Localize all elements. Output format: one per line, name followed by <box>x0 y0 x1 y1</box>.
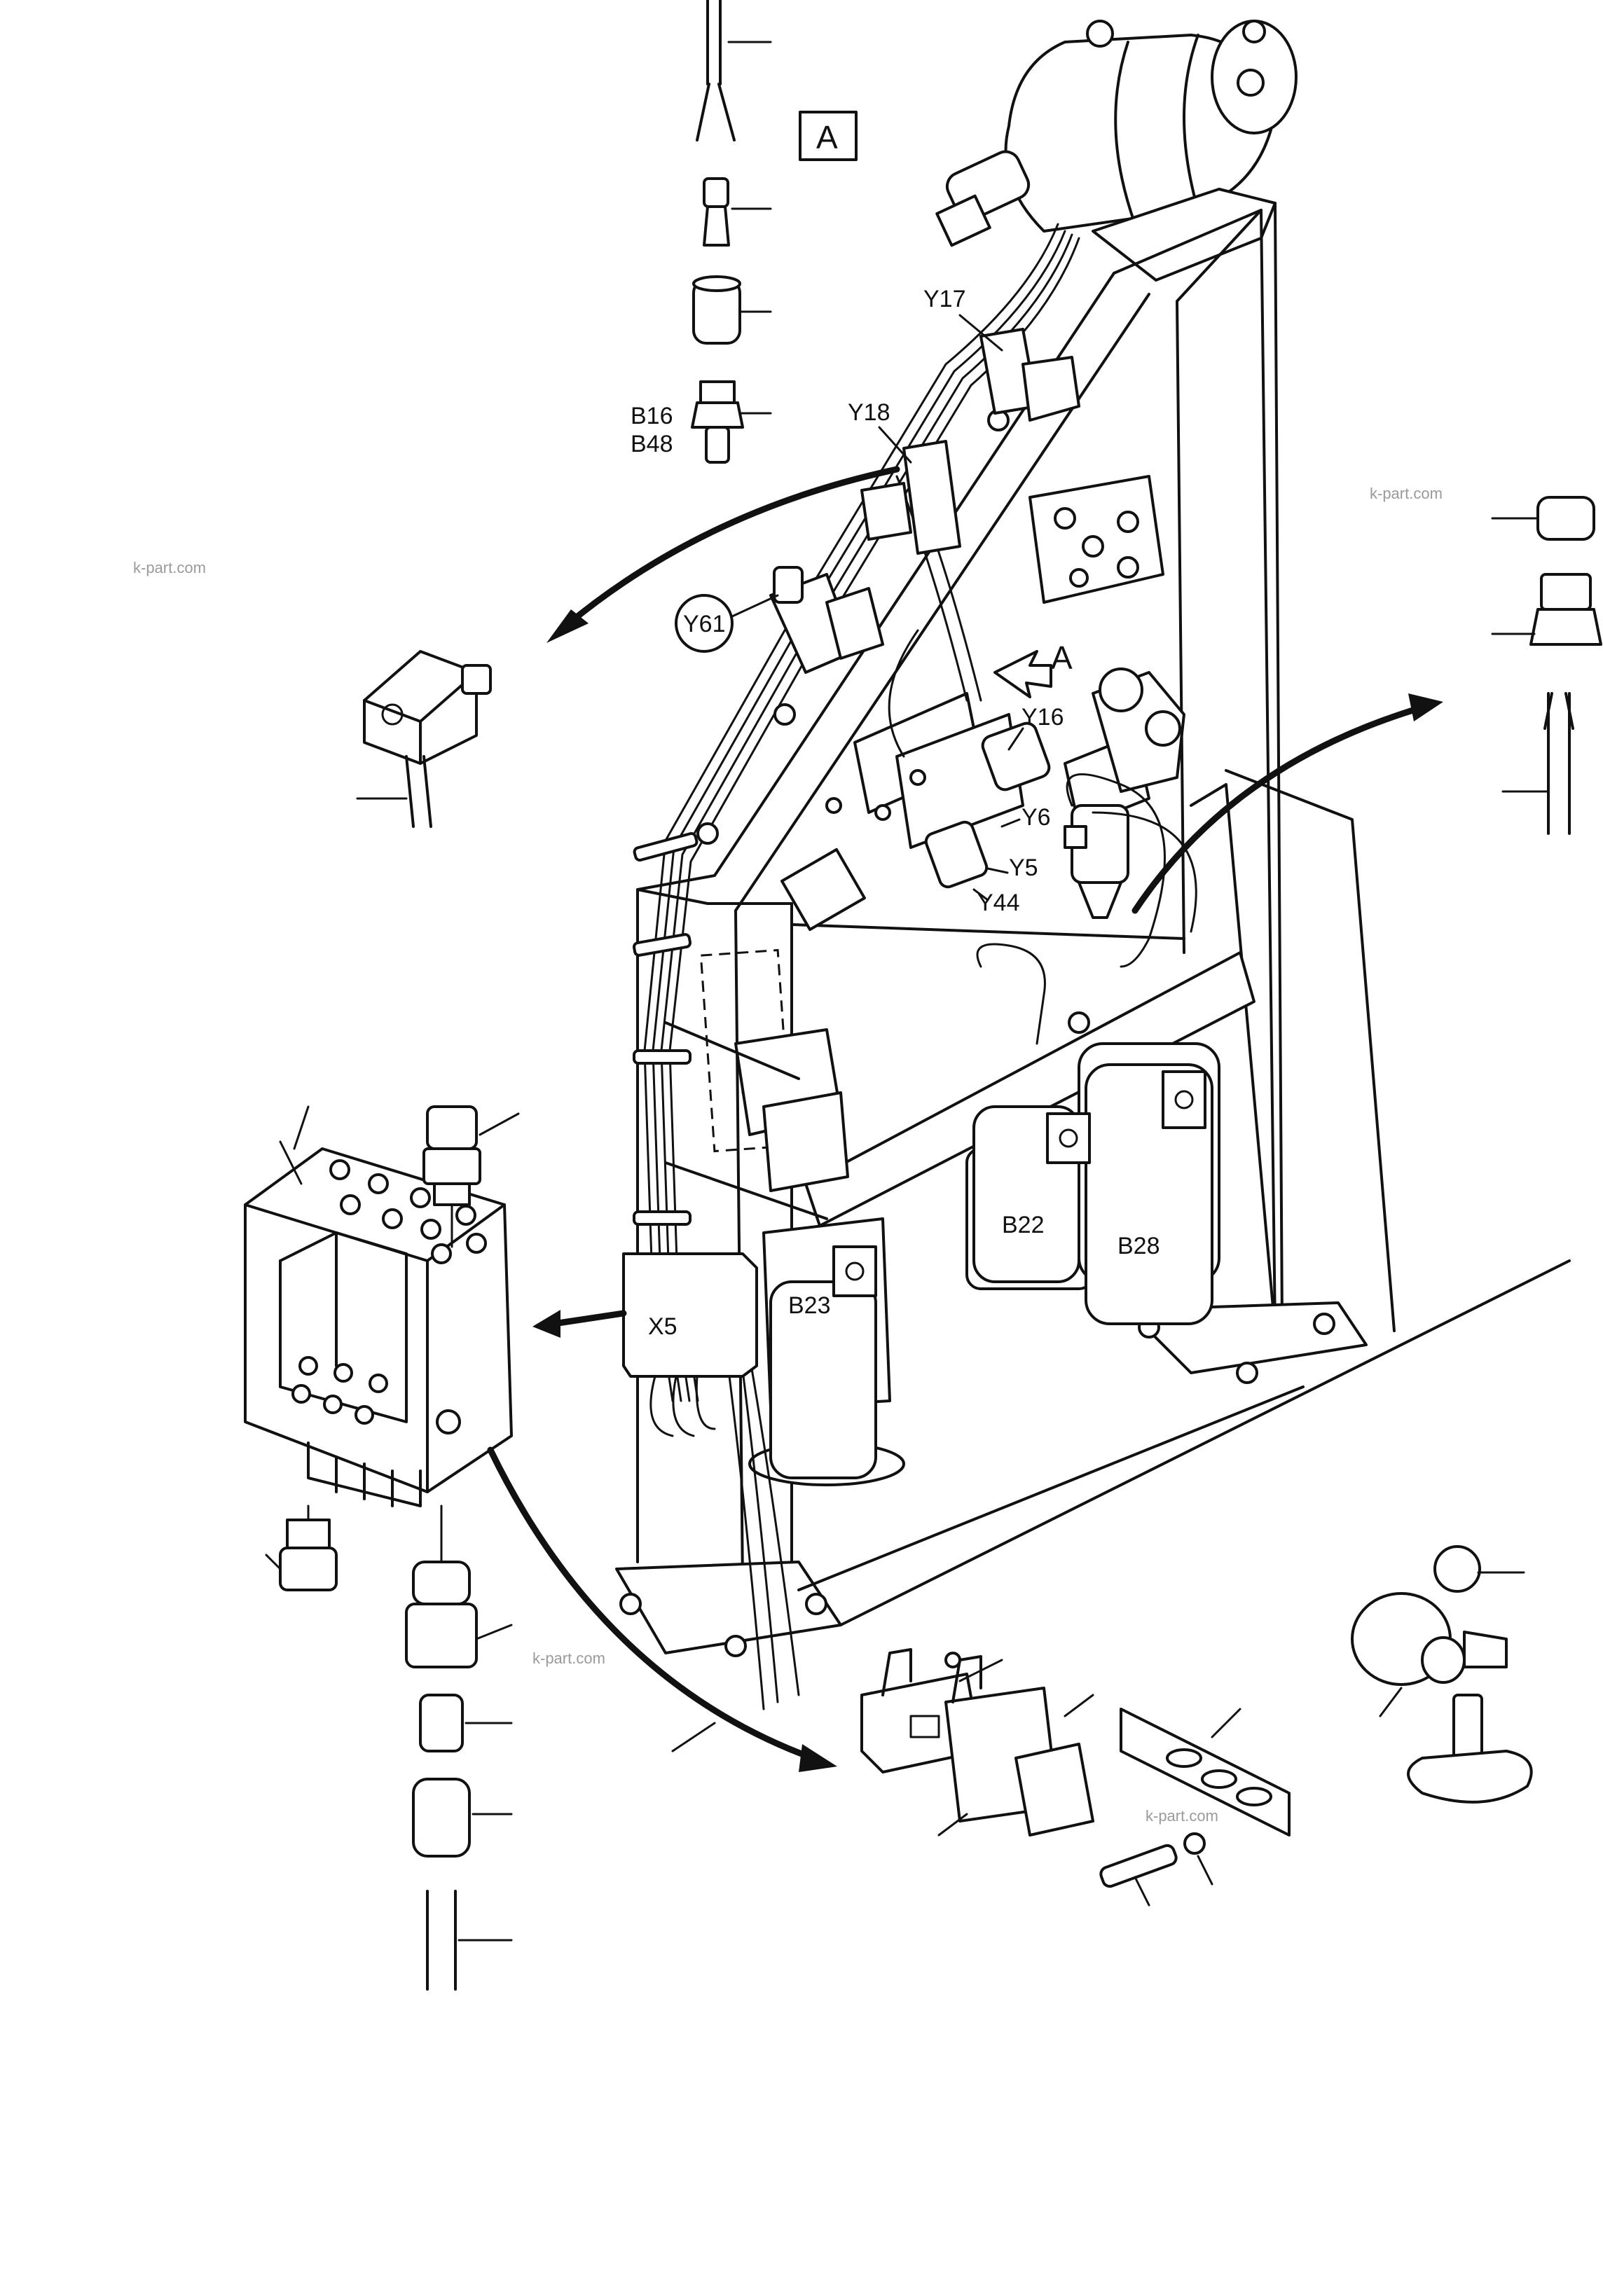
watermark: k-part.com <box>133 559 206 576</box>
label-y17: Y17 <box>923 286 966 312</box>
arrow-to-right-detail <box>1131 693 1443 914</box>
cable-gland-bottom-left <box>265 1505 338 1591</box>
svg-text:X5: X5 <box>648 1313 677 1340</box>
label-y16: Y16 <box>1021 704 1064 731</box>
svg-text:Y61: Y61 <box>683 611 726 637</box>
filter-assembly <box>748 951 1255 1486</box>
watermark: k-part.com <box>1146 1807 1218 1825</box>
label-y5: Y5 <box>1009 855 1038 881</box>
label-arrow-a: A <box>1051 639 1073 676</box>
watermark: k-part.com <box>532 1650 605 1667</box>
terminal-blocks <box>860 1648 1094 1837</box>
din-rail <box>1120 1708 1291 1837</box>
detail-a-exploded-sensor <box>691 0 772 464</box>
arrow-to-junction-box <box>532 1310 627 1338</box>
connector-y17 <box>979 328 1080 422</box>
arrow-to-plug <box>546 466 900 643</box>
exploded-junction-box <box>244 1105 513 1507</box>
label-y6: Y6 <box>1021 804 1051 831</box>
callout-y61: Y61 <box>675 594 779 653</box>
watermark: k-part.com <box>1370 485 1443 502</box>
label-b28: B28 <box>1117 1233 1160 1259</box>
solenoid-plug-detail <box>356 650 492 828</box>
connector-y18 <box>860 440 961 555</box>
detail-reference-box: A <box>799 111 858 161</box>
label-b23: B23 <box>788 1292 831 1319</box>
cable-gland-top <box>422 1105 520 1248</box>
label-y18: Y18 <box>848 399 890 426</box>
connector-y61 <box>769 566 884 674</box>
spacer-nut-detail <box>1351 1545 1533 1804</box>
label-y44: Y44 <box>977 890 1020 916</box>
junction-box-x5: X5 <box>622 1252 758 1437</box>
solenoid-valve-group <box>780 668 1185 932</box>
arrow-to-terminal-blocks <box>487 1446 837 1772</box>
right-gland-detail <box>1491 496 1602 835</box>
label-b22: B22 <box>1002 1212 1045 1238</box>
label-b48: B48 <box>631 431 673 457</box>
leader-line <box>671 1722 716 1752</box>
screw-and-washer <box>1099 1832 1213 1907</box>
cable-gland-exploded <box>405 1505 513 1991</box>
svg-text:A: A <box>816 119 838 155</box>
label-b16: B16 <box>631 403 673 429</box>
